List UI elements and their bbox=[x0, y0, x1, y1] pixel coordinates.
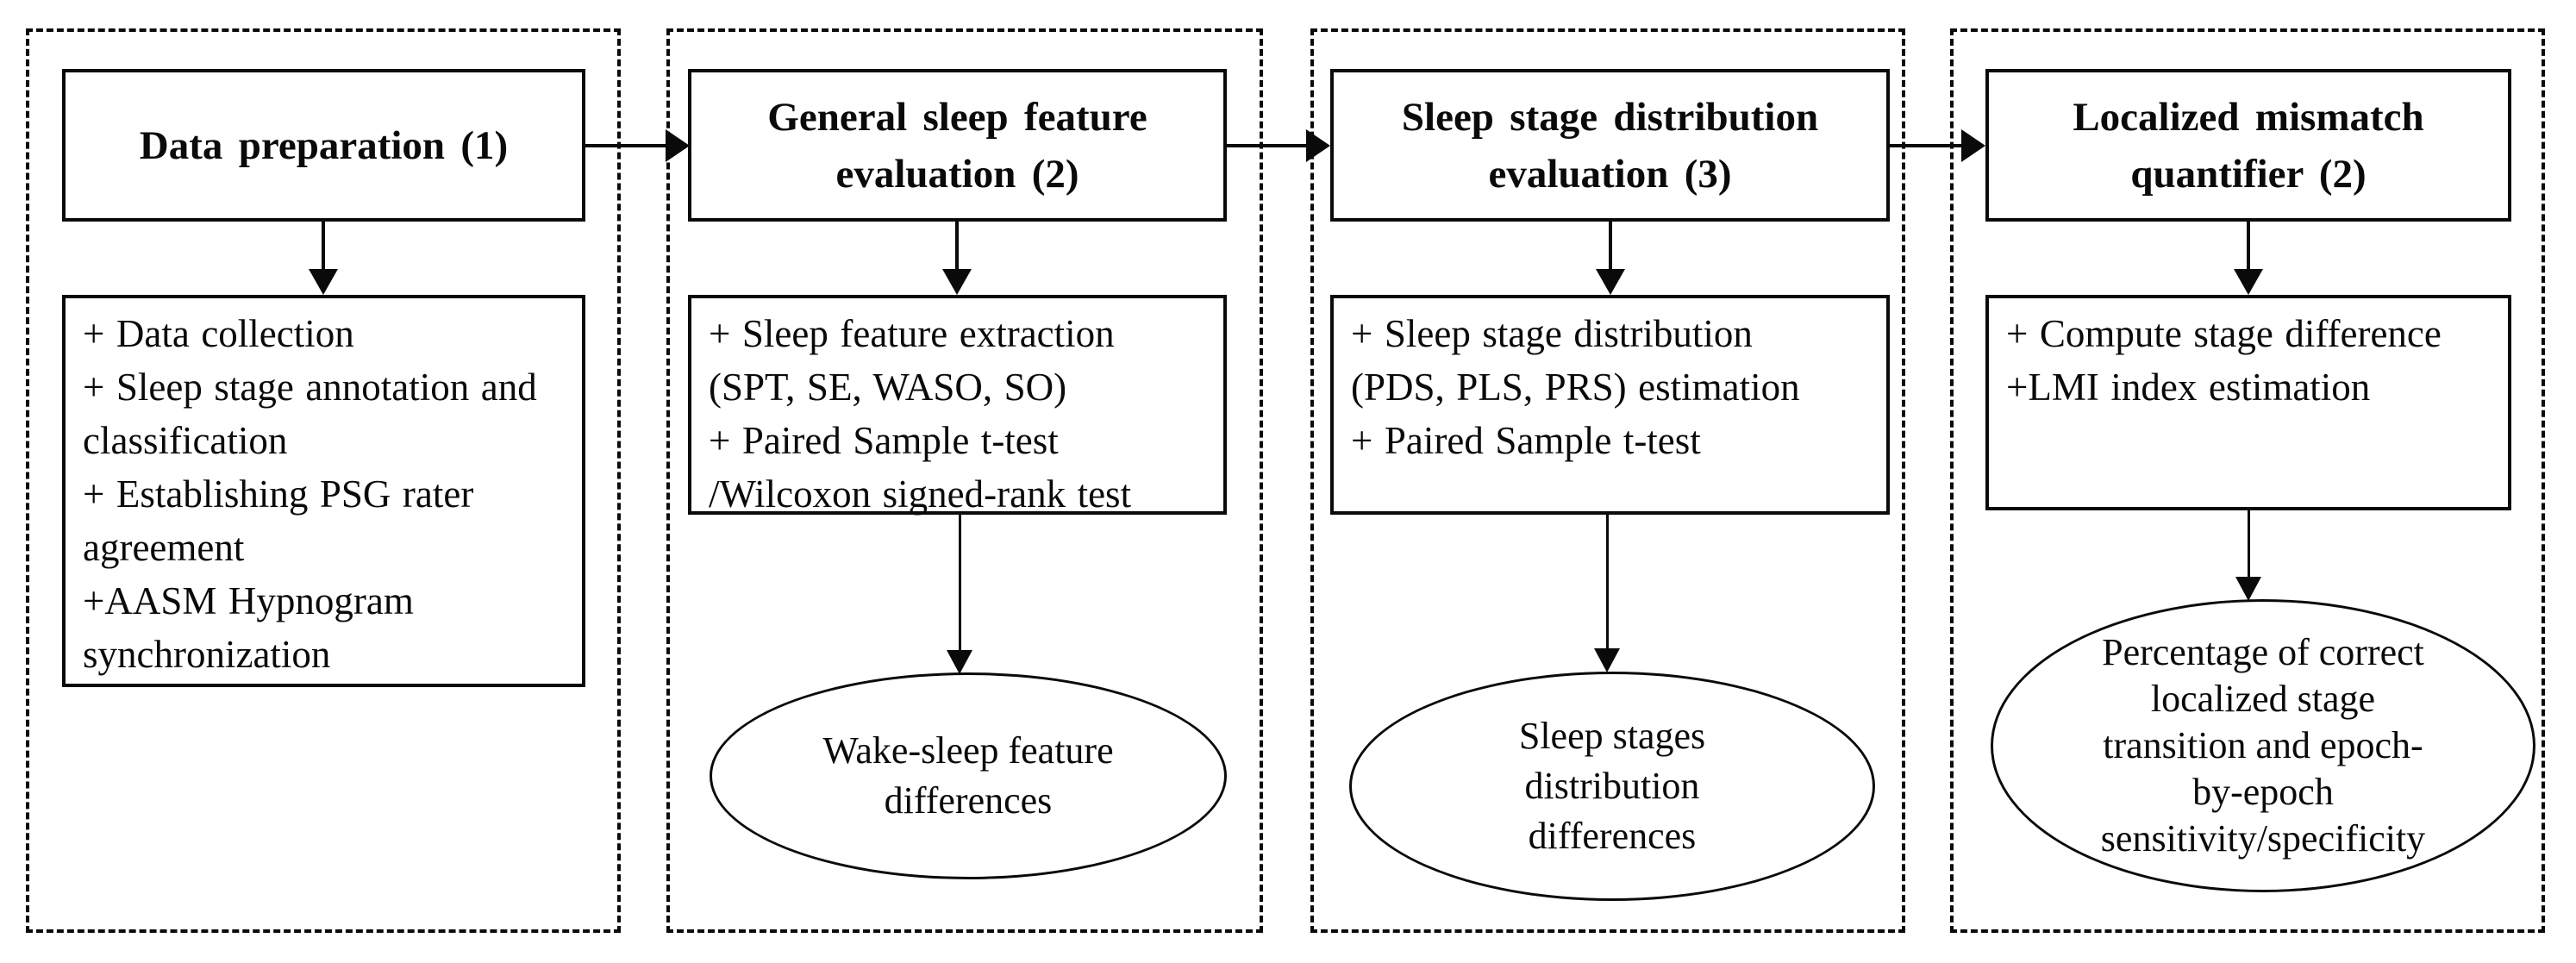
detail-item: + Paired Sample t-test bbox=[1351, 419, 1701, 462]
arrow-shaft bbox=[2248, 510, 2250, 578]
arrow-head-icon bbox=[947, 650, 972, 674]
arrow-head-icon bbox=[2234, 269, 2263, 295]
phase-1-container bbox=[26, 28, 621, 933]
phase-2-output-ellipse: Wake-sleep feature differences bbox=[710, 672, 1227, 879]
phase-3-title: Sleep stage distribution evaluation (3) bbox=[1401, 94, 1819, 197]
phase-2-title-box: General sleep feature evaluation (2) bbox=[688, 69, 1227, 222]
arrow-head-icon bbox=[666, 129, 690, 162]
phase-3-output-ellipse: Sleep stages distribution differences bbox=[1349, 672, 1875, 901]
arrow-head-icon bbox=[1961, 129, 1985, 162]
arrow-head-icon bbox=[309, 269, 338, 295]
arrow-head-icon bbox=[1594, 648, 1620, 672]
detail-item: + Compute stage difference bbox=[2006, 312, 2442, 355]
arrow-shaft bbox=[1890, 144, 1963, 147]
phase-2-container bbox=[666, 28, 1263, 933]
arrow-head-icon bbox=[1596, 269, 1625, 295]
phase-3-title-box: Sleep stage distribution evaluation (3) bbox=[1330, 69, 1890, 222]
phase-4-output-text: Percentage of correct localized stage tr… bbox=[2100, 631, 2426, 860]
phase-4-title-box: Localized mismatch quantifier (2) bbox=[1985, 69, 2511, 222]
detail-item: + Paired Sample t-test /Wilcoxon signed-… bbox=[709, 419, 1132, 516]
arrow-shaft bbox=[1606, 515, 1609, 650]
phase-4-details-box: + Compute stage difference +LMI index es… bbox=[1985, 295, 2511, 510]
phase-3-output-text: Sleep stages distribution differences bbox=[1518, 715, 1706, 857]
phase-4-output-ellipse: Percentage of correct localized stage tr… bbox=[1991, 599, 2535, 892]
detail-item: +LMI index estimation bbox=[2006, 366, 2371, 409]
arrow-head-icon bbox=[942, 269, 972, 295]
detail-item: +AASM Hypnogram synchronization bbox=[83, 579, 414, 676]
phase-1-title-box: Data preparation (1) bbox=[62, 69, 585, 222]
arrow-shaft bbox=[1227, 144, 1308, 147]
arrow-shaft bbox=[955, 222, 959, 271]
detail-item: + Data collection bbox=[83, 312, 354, 355]
arrow-head-icon bbox=[1306, 129, 1330, 162]
arrow-shaft bbox=[1609, 222, 1612, 271]
arrow-shaft bbox=[585, 144, 667, 147]
phase-2-title: General sleep feature evaluation (2) bbox=[767, 94, 1147, 197]
detail-item: + Sleep stage distribution (PDS, PLS, PR… bbox=[1351, 312, 1800, 409]
phase-2-output-text: Wake-sleep feature differences bbox=[822, 729, 1114, 822]
detail-item: + Establishing PSG rater agreement bbox=[83, 472, 474, 569]
phase-1-details-box: + Data collection + Sleep stage annotati… bbox=[62, 295, 585, 687]
phase-4-container bbox=[1950, 28, 2545, 933]
arrow-head-icon bbox=[2235, 577, 2261, 601]
arrow-shaft bbox=[959, 515, 961, 652]
phase-3-container bbox=[1310, 28, 1905, 933]
arrow-shaft bbox=[322, 222, 325, 271]
phase-3-details-box: + Sleep stage distribution (PDS, PLS, PR… bbox=[1330, 295, 1890, 515]
detail-item: + Sleep stage annotation and classificat… bbox=[83, 366, 537, 462]
phase-1-title: Data preparation (1) bbox=[139, 122, 509, 168]
detail-item: + Sleep feature extraction (SPT, SE, WAS… bbox=[709, 312, 1115, 409]
arrow-shaft bbox=[2247, 222, 2250, 271]
phase-2-details-box: + Sleep feature extraction (SPT, SE, WAS… bbox=[688, 295, 1227, 516]
phase-4-title: Localized mismatch quantifier (2) bbox=[2073, 94, 2424, 197]
